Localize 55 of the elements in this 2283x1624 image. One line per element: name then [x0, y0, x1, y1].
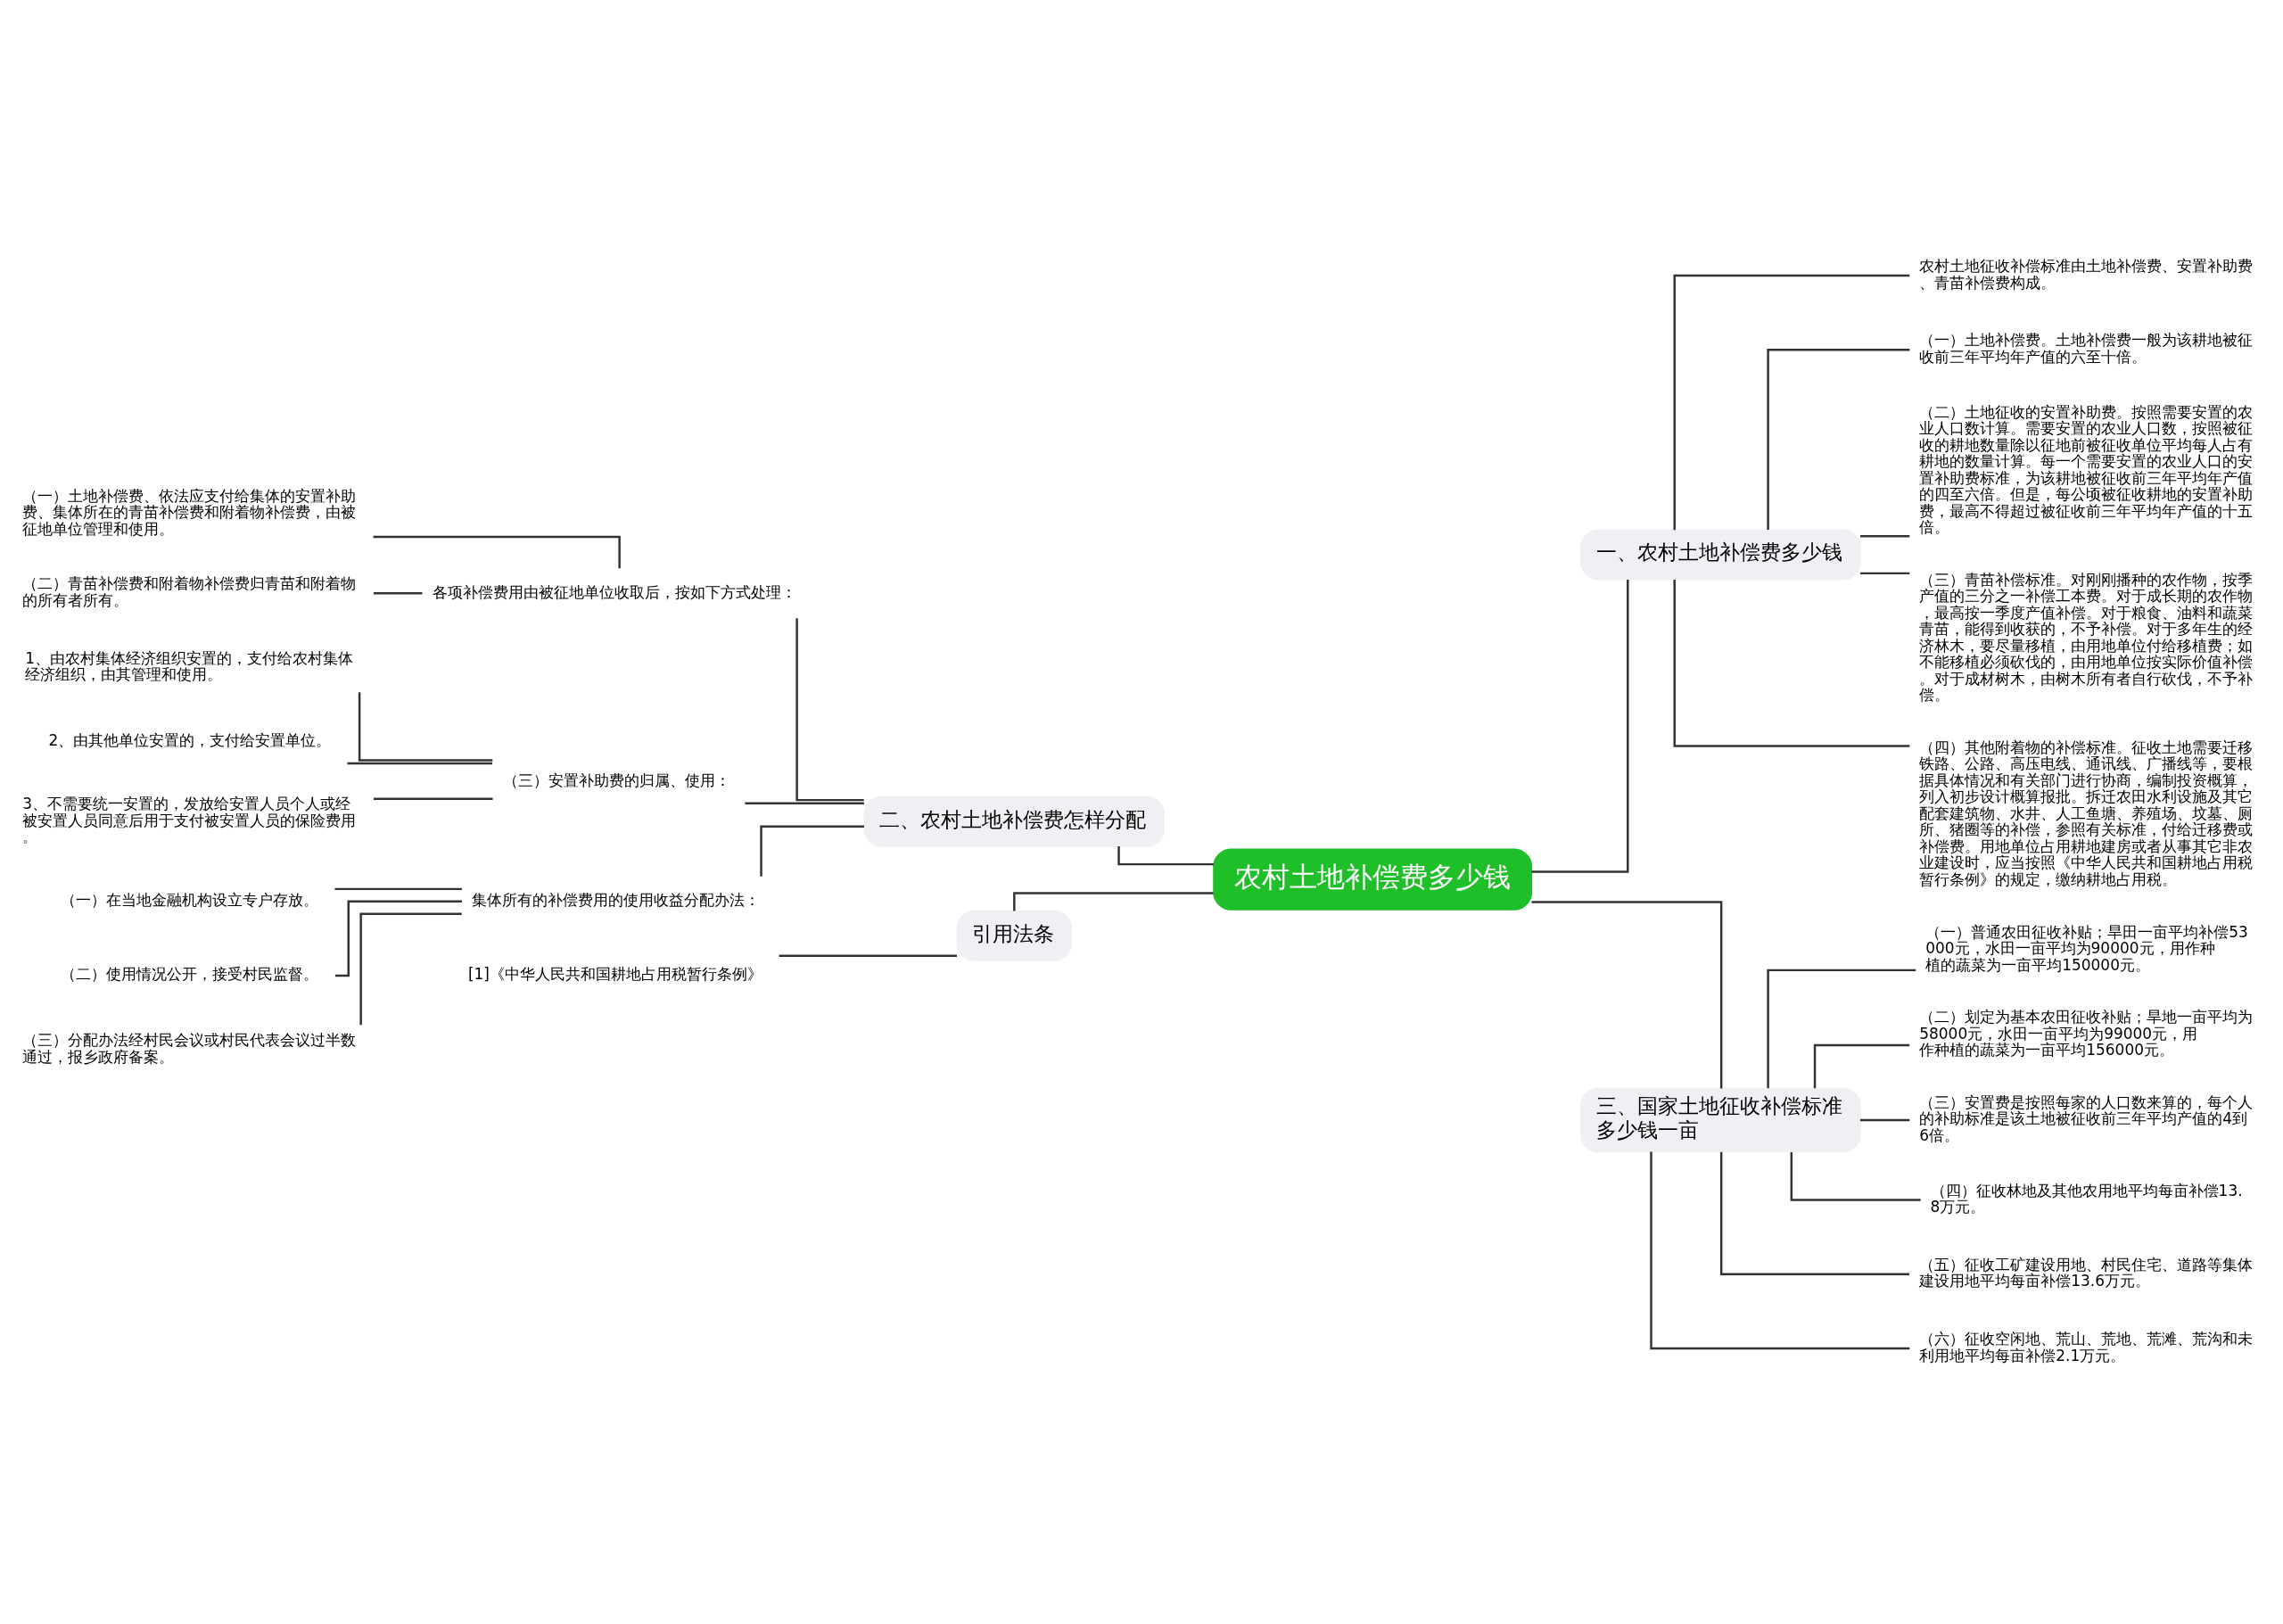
connector: [347, 762, 492, 765]
connector: [1013, 892, 1214, 911]
node-box: 引用法条: [956, 910, 1073, 961]
connector: [1859, 1118, 1910, 1122]
node-text: [1]《中华人民共和国耕地占用税暂行条例》: [467, 965, 762, 984]
connector: [1859, 572, 1910, 575]
node-box: 农村土地补偿费多少钱: [1213, 848, 1533, 911]
node-text: （五）征收工矿建设用地、村民住宅、道路等集体建设用地平均每亩补偿13.6万元。: [1919, 1255, 2254, 1290]
connector: [1813, 1043, 1910, 1089]
connector: [1719, 1151, 1910, 1275]
connector: [745, 802, 864, 804]
connector: [1531, 579, 1629, 873]
node-text: 2、由其他单位安置的，支付给安置单位。: [48, 731, 332, 750]
node-box: 一、农村土地补偿费多少钱: [1580, 529, 1861, 581]
node-text: （二）划定为基本农田征收补贴；旱地一亩平均为58000元，水田一亩平均为99000元，用作种植的蔬菜为一亩平均156000元。: [1919, 1008, 2254, 1059]
connector: [373, 797, 493, 801]
connector: [1767, 349, 1910, 530]
connector: [1859, 535, 1910, 538]
node-text: （一）土地补偿费、依法应支付给集体的安置补助费、集体所在的青苗补偿费和附着物补偿费，由被征地单位管理和使用。: [22, 486, 357, 538]
connector: [358, 692, 493, 762]
node-text: （六）征收空闲地、荒山、荒地、荒滩、荒沟和未利用地平均每亩补偿2.1万元。: [1919, 1330, 2254, 1364]
connector: [373, 535, 621, 569]
connector: [1673, 580, 1910, 747]
connector: [334, 900, 462, 977]
node-text: 农村土地征收补偿标准由土地补偿费、安置补助费、青苗补偿费构成。: [1919, 257, 2254, 292]
node-text: （一）土地补偿费。土地补偿费一般为该耕地被征收前三年平均年产值的六至十倍。: [1919, 331, 2254, 366]
connector: [373, 592, 423, 595]
connector: [760, 825, 864, 877]
connector: [1531, 901, 1723, 1089]
node-text: （二）土地征收的安置补助费。按照需要安置的农业人口数计算。需要安置的农业人口数，按照被征收的耕地数量除以征地前被征收单位平均每人占有耕地的数量计算。每一个需要安置的农业人口的安置补助费标准，为该耕地被征收前三年平均年产值的四至六倍。但是，每公顷被征收耕地的安置补助费，最高不得超过被征收前三年平均年产值的十五倍。: [1919, 402, 2254, 537]
node-text: （一）普通农田征收补贴；旱田一亩平均补偿53000元，水田一亩平均为90000元，用作种植的蔬菜为一亩平均150000元。: [1925, 922, 2248, 974]
node-text: （四）征收林地及其他农用地平均每亩补偿13.8万元。: [1930, 1181, 2243, 1216]
node-text: （二）使用情况公开，接受村民监督。: [61, 965, 319, 984]
node-text: （二）青苗补偿费和附着物补偿费归青苗和附着物的所有者所有。: [22, 574, 357, 609]
node-text: （三）青苗补偿标准。对刚刚播种的农作物，按季产值的三分之一补偿工本费。对于成长期的农作物，最高按一季度产值补偿。对于粮食、油料和蔬菜青苗，能得到收获的，不予补偿。对于多年生的经济林木，要尽量移植，由用地单位付给移植费；如不能移植必须砍伐的，由用地单位按实际价值补偿。对于成材树木，由树木所有者自行砍伐，不予补偿。: [1919, 570, 2254, 705]
node-text: （四）其他附着物的补偿标准。征收土地需要迁移铁路、公路、高压电线、通讯线、广播线等，要根据具体情况和有关部门进行协商，编制投资概算，列入初步设计概算报批。拆迁农田水利设施及其它配套建筑物、水井、人工鱼塘、养殖场、坟墓、厕所、猪圈等的补偿，参照有关标准，付给迁移费或补偿费。用地单位占用耕地建房或者从事其它非农业建设时，应当按照《中华人民共和国耕地占用税暂行条例》的规定，缴纳耕地占用税。: [1919, 738, 2254, 888]
connector: [1117, 846, 1214, 866]
node-text: （三）安置补助费的归属、使用：: [502, 771, 730, 789]
connector: [1673, 274, 1910, 531]
connector: [1650, 1151, 1910, 1350]
connector: [359, 912, 462, 1026]
node-text: （一）在当地金融机构设立专户存放。: [61, 891, 319, 910]
connector: [334, 887, 462, 891]
node-text: （三）分配办法经村民会议或村民代表会议过半数通过，报乡政府备案。: [22, 1031, 357, 1066]
node-text: 集体所有的补偿费用的使用收益分配办法：: [471, 891, 760, 910]
node-text: 3、不需要统一安置的，发放给安置人员个人或经被安置人员同意后用于支付被安置人员的保险费用。: [22, 795, 357, 846]
node-box: 二、农村土地补偿费怎样分配: [863, 796, 1166, 847]
node-text: 1、由农村集体经济组织安置的，支付给农村集体经济组织，由其管理和使用。: [25, 648, 354, 684]
connector: [779, 954, 957, 957]
connector: [1790, 1151, 1921, 1201]
connector: [795, 618, 864, 802]
node-text: 各项补偿费用由被征地单位收取后，按如下方式处理：: [432, 582, 796, 601]
connector: [1767, 969, 1916, 1089]
node-box: 三、国家土地征收补偿标准多少钱一亩: [1580, 1087, 1861, 1153]
node-text: （三）安置费是按照每家的人口数来算的，每个人的补助标准是该土地被征收前三年平均产值的4到6倍。: [1919, 1092, 2254, 1144]
